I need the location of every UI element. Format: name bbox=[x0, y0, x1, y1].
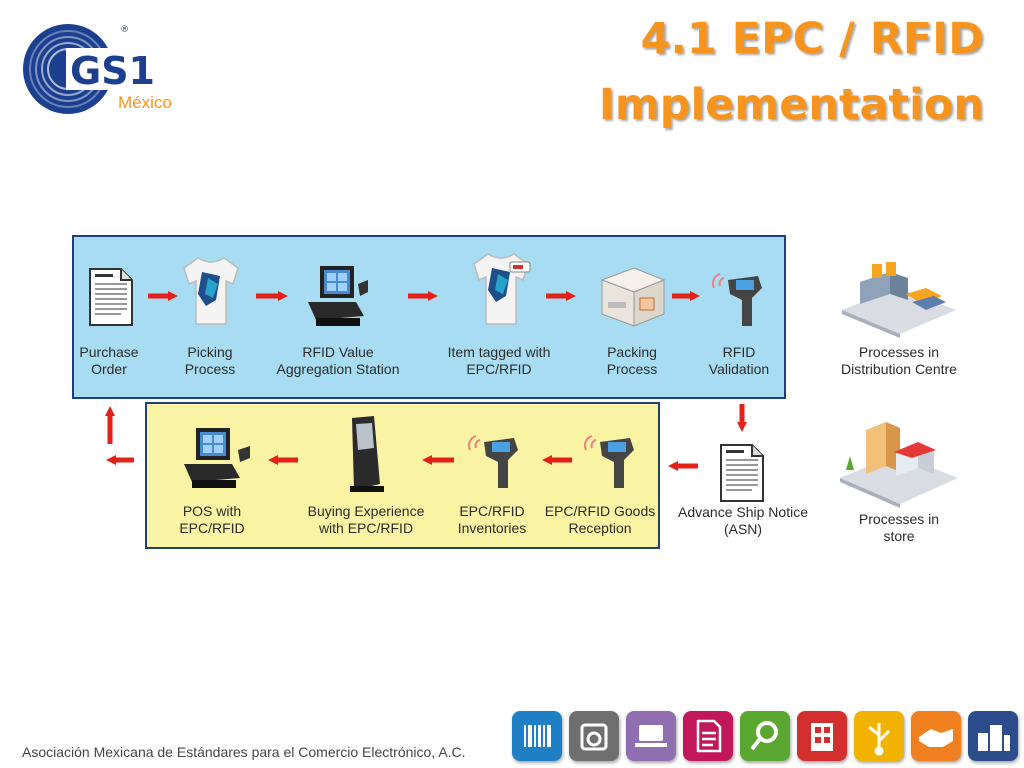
scale-icon bbox=[569, 711, 619, 761]
box-icon bbox=[600, 267, 666, 327]
tshirt-icon bbox=[183, 257, 239, 325]
title-line-2: Implementation bbox=[598, 80, 984, 130]
network-icon bbox=[854, 711, 904, 761]
pos-terminal-icon bbox=[184, 428, 250, 488]
building-tag-icon bbox=[797, 711, 847, 761]
rfid-reader-icon bbox=[583, 435, 634, 488]
svg-text:®: ® bbox=[120, 25, 129, 35]
document-icon bbox=[720, 444, 764, 502]
handshake-icon bbox=[911, 711, 961, 761]
logo-text: GS1 bbox=[70, 49, 155, 93]
pos-terminal-icon bbox=[308, 266, 368, 326]
page-title: 4.1 EPC / RFID Implementation bbox=[599, 6, 984, 138]
distribution-centre-icon bbox=[842, 262, 956, 338]
logo-region: México bbox=[118, 93, 172, 112]
city-icon bbox=[968, 711, 1018, 761]
store-building-icon bbox=[840, 422, 958, 508]
laptop-icon bbox=[626, 711, 676, 761]
kiosk-icon bbox=[350, 416, 384, 492]
barcode-icon bbox=[512, 711, 562, 761]
footer-text: Asociación Mexicana de Estándares para e… bbox=[22, 744, 466, 760]
title-line-1: 4.1 EPC / RFID bbox=[640, 14, 984, 64]
document-list-icon bbox=[683, 711, 733, 761]
step-asn: Advance Ship Notice(ASN) bbox=[678, 504, 808, 537]
document-icon bbox=[89, 268, 133, 326]
tagged-tshirt-icon bbox=[473, 253, 531, 325]
gs1-logo: GS1 ® México bbox=[22, 22, 192, 122]
rfid-reader-icon bbox=[711, 273, 762, 326]
rfid-reader-icon bbox=[467, 435, 518, 488]
magnifier-icon bbox=[740, 711, 790, 761]
